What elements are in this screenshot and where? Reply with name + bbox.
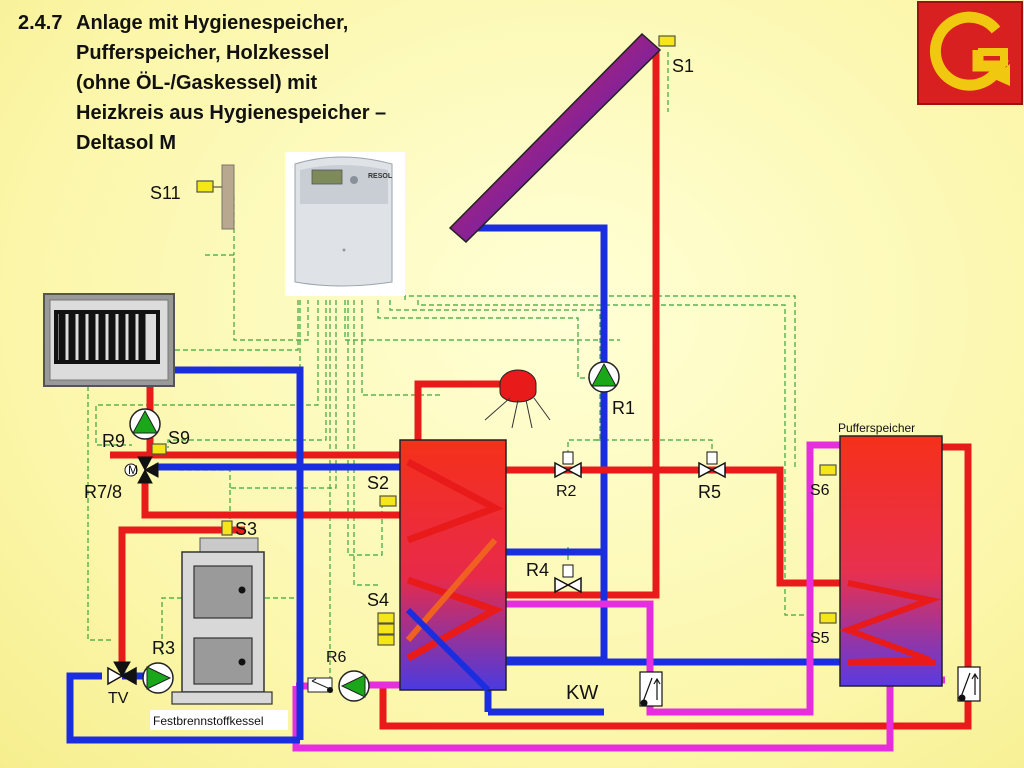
- sensor-label-s4: S4: [367, 590, 389, 610]
- hot-water-consumer: [484, 369, 551, 429]
- title-line: Pufferspeicher, Holzkessel: [76, 42, 330, 64]
- sensor-label-s9: S9: [168, 428, 190, 448]
- boiler-label: Festbrennstoffkessel: [153, 714, 264, 728]
- relay-label-r3: R3: [152, 638, 175, 658]
- valve-r5: R5: [698, 451, 726, 502]
- relay-label-r6: R6: [326, 649, 347, 666]
- relay-label-r1: R1: [612, 398, 635, 418]
- motor-label: M: [128, 463, 138, 477]
- buffer-storage-tank: Pufferspeicher: [838, 421, 943, 687]
- outdoor-sensor-s11: S11: [150, 164, 235, 230]
- solid-fuel-boiler: Festbrennstoffkessel: [150, 537, 288, 730]
- relay-label-r4: R4: [526, 560, 549, 580]
- controller-knob: [350, 176, 358, 184]
- company-logo: [917, 1, 1023, 105]
- valve-r78: M R7/8: [84, 456, 159, 502]
- sensor-label-s2: S2: [367, 473, 389, 493]
- hygiene-storage-tank: [399, 439, 507, 693]
- buffer-storage-label: Pufferspeicher: [838, 421, 915, 435]
- flow-meter-right: [957, 666, 981, 702]
- valve-r2: R2: [554, 451, 582, 500]
- sensor-s1: S1: [658, 35, 694, 76]
- section-number: 2.4.7: [18, 12, 63, 34]
- valve-label-tv: TV: [108, 690, 129, 707]
- flow-meter-left: [639, 671, 663, 707]
- title-line: Heizkreis aus Hygienespeicher –: [76, 102, 387, 124]
- relay-label-r2: R2: [556, 483, 577, 500]
- title-line: Anlage mit Hygienespeicher,: [76, 12, 349, 34]
- pump-r9: R9: [102, 408, 161, 451]
- title-line: (ohne ÖL-/Gaskessel) mit: [76, 72, 318, 94]
- controller-brand: RESOL: [368, 173, 393, 180]
- sensor-s5: S5: [810, 612, 837, 647]
- pump-r6: R6: [307, 649, 370, 702]
- cold-water-label: KW: [566, 682, 598, 704]
- pump-r3: R3: [142, 638, 175, 694]
- title-line: Deltasol M: [76, 132, 177, 154]
- controller: RESOL: [285, 152, 405, 296]
- controller-display: [311, 169, 343, 185]
- sensor-s9: S9: [151, 428, 190, 455]
- radiator: [43, 293, 175, 387]
- valve-tv: TV: [107, 661, 137, 707]
- sensor-label-s3: S3: [235, 519, 257, 539]
- sensor-s6: S6: [810, 464, 837, 499]
- title-text: Anlage mit Hygienespeicher, Pufferspeich…: [76, 8, 386, 158]
- sensor-label-s5: S5: [810, 630, 830, 647]
- relay-label-r78: R7/8: [84, 482, 122, 502]
- relay-label-r9: R9: [102, 431, 125, 451]
- sensor-label-s11: S11: [150, 183, 181, 203]
- relay-label-r5: R5: [698, 482, 721, 502]
- sensor-label-s1: S1: [672, 56, 694, 76]
- sensor-s4: S4: [367, 590, 395, 646]
- sensor-label-s6: S6: [810, 482, 830, 499]
- valve-r4: R4: [526, 560, 582, 594]
- solar-collector: [448, 32, 662, 244]
- sensor-s3: S3: [221, 519, 257, 539]
- sensor-s2: S2: [367, 473, 397, 507]
- pump-r1: R1: [588, 361, 635, 418]
